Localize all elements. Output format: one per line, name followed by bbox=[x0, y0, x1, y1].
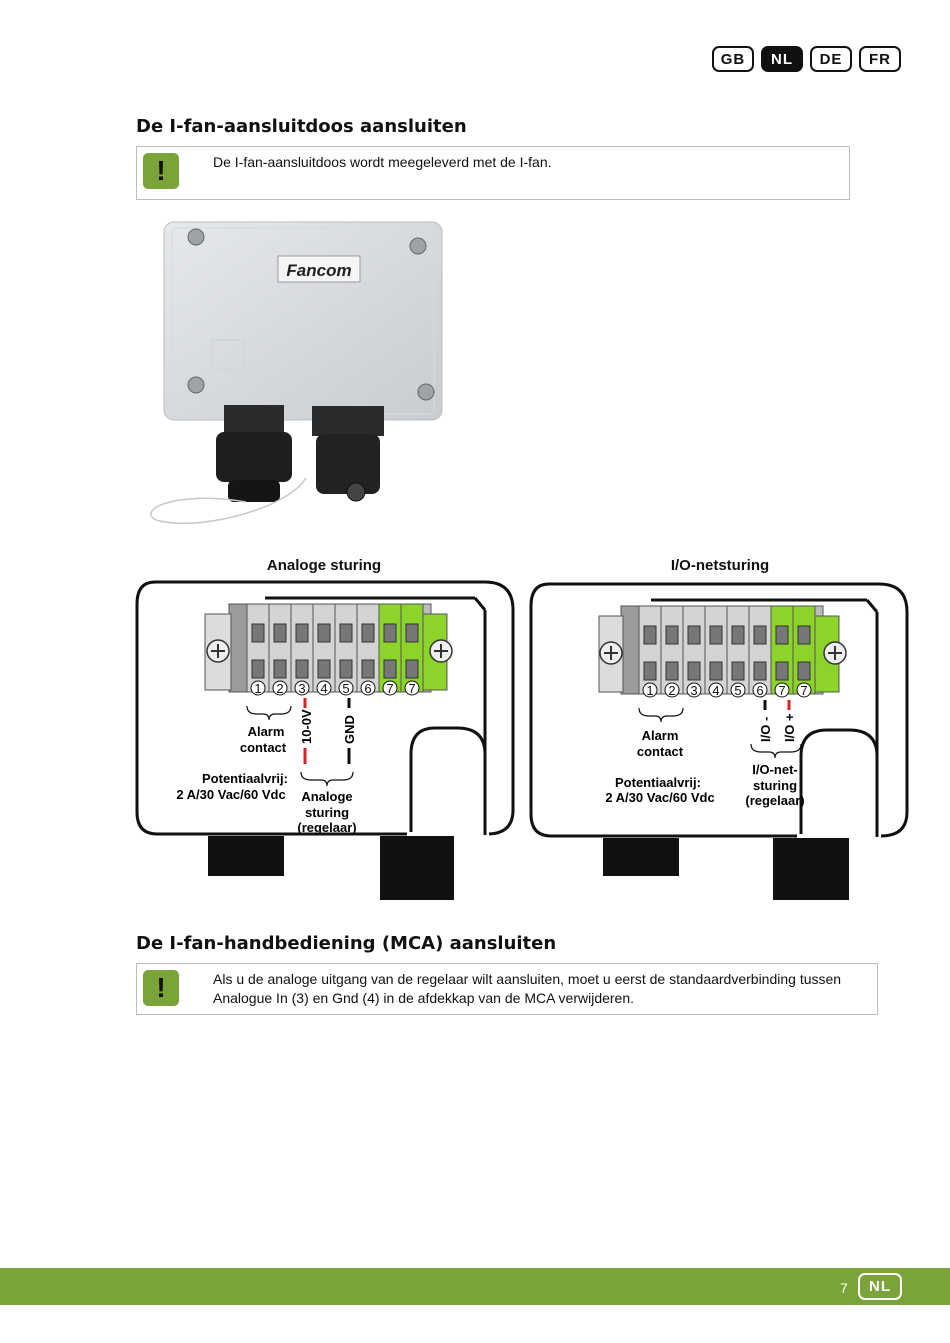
footer-bar bbox=[0, 1268, 950, 1305]
control-label: Analoge bbox=[301, 789, 352, 804]
section2-note-text: Als u de analoge uitgang van de regelaar… bbox=[213, 971, 842, 1006]
wire-label-io-plus: I/O + bbox=[782, 713, 797, 742]
terminal-block-analog bbox=[246, 603, 424, 693]
lang-gb[interactable]: GB bbox=[712, 46, 754, 72]
brand-label: Fancom bbox=[286, 261, 351, 280]
warning-icon: ! bbox=[143, 970, 179, 1006]
terminal-number: 1 bbox=[646, 683, 653, 698]
section1-title: De I-fan-aansluitdoos aansluiten bbox=[136, 116, 467, 137]
terminal-number: 7 bbox=[386, 681, 393, 696]
control-label: (regelaar) bbox=[745, 793, 804, 808]
terminal-number: 5 bbox=[734, 683, 741, 698]
control-label: sturing bbox=[753, 778, 797, 793]
diagram-analog: 1 2 3 4 5 6 7 7 Alarm contact Potentiaal… bbox=[135, 580, 515, 905]
lang-nl[interactable]: NL bbox=[761, 46, 803, 72]
section2-note: ! Als u de analoge uitgang van de regela… bbox=[136, 963, 878, 1015]
terminal-number: 4 bbox=[320, 681, 327, 696]
terminal-number: 5 bbox=[342, 681, 349, 696]
language-selector: GB NL DE FR bbox=[712, 46, 901, 72]
alarm-label: Alarm bbox=[642, 728, 679, 743]
control-label: (regelaar) bbox=[297, 820, 356, 835]
terminal-number: 6 bbox=[364, 681, 371, 696]
terminal-block-io bbox=[638, 605, 816, 695]
control-label: sturing bbox=[305, 805, 349, 820]
section1-note: ! De I-fan-aansluitdoos wordt meegelever… bbox=[136, 146, 850, 200]
wire-label-gnd: GND bbox=[342, 715, 357, 744]
terminal-diagram-analog: 1 2 3 4 5 6 7 7 Alarm contact Potentiaal… bbox=[135, 580, 515, 900]
terminal-number: 7 bbox=[778, 683, 785, 698]
diagram-left-title: Analoge sturing bbox=[266, 557, 382, 574]
terminal-number: 7 bbox=[800, 683, 807, 698]
terminal-number: 3 bbox=[298, 681, 305, 696]
section2-title: De I-fan-handbediening (MCA) aansluiten bbox=[136, 933, 557, 954]
terminal-number: 1 bbox=[254, 681, 261, 696]
terminal-number: 2 bbox=[276, 681, 283, 696]
alarm-label: contact bbox=[637, 744, 684, 759]
terminal-number: 6 bbox=[756, 683, 763, 698]
potential-spec: 2 A/30 Vac/60 Vdc bbox=[176, 787, 285, 802]
junction-box-photo: Fancom bbox=[136, 210, 456, 542]
diagram-io-net: 1 2 3 4 5 6 7 7 Alarm contact Potentiaal… bbox=[529, 580, 909, 905]
footer-language-badge: NL bbox=[858, 1273, 902, 1300]
terminal-number: 2 bbox=[668, 683, 675, 698]
page-number: 7 bbox=[840, 1280, 848, 1296]
junction-box-illustration: Fancom bbox=[150, 221, 443, 525]
section1-note-text: De I-fan-aansluitdoos wordt meegeleverd … bbox=[213, 154, 552, 170]
terminal-number: 4 bbox=[712, 683, 719, 698]
potential-spec: 2 A/30 Vac/60 Vdc bbox=[605, 790, 714, 805]
control-label: I/O-net- bbox=[752, 762, 798, 777]
wire-label-voltage: 10-0V bbox=[299, 709, 314, 744]
diagram-right-title: I/O-netsturing bbox=[670, 557, 770, 574]
warning-icon: ! bbox=[143, 153, 179, 189]
lang-fr[interactable]: FR bbox=[859, 46, 901, 72]
wire-label-io-minus: I/O - bbox=[758, 717, 773, 742]
lang-de[interactable]: DE bbox=[810, 46, 852, 72]
potential-label: Potentiaalvrij: bbox=[202, 771, 288, 786]
terminal-number: 3 bbox=[690, 683, 697, 698]
potential-label: Potentiaalvrij: bbox=[615, 775, 701, 790]
alarm-label: Alarm bbox=[248, 724, 285, 739]
alarm-label: contact bbox=[240, 740, 287, 755]
terminal-diagram-io: 1 2 3 4 5 6 7 7 Alarm contact Potentiaal… bbox=[529, 582, 909, 900]
terminal-number: 7 bbox=[408, 681, 415, 696]
